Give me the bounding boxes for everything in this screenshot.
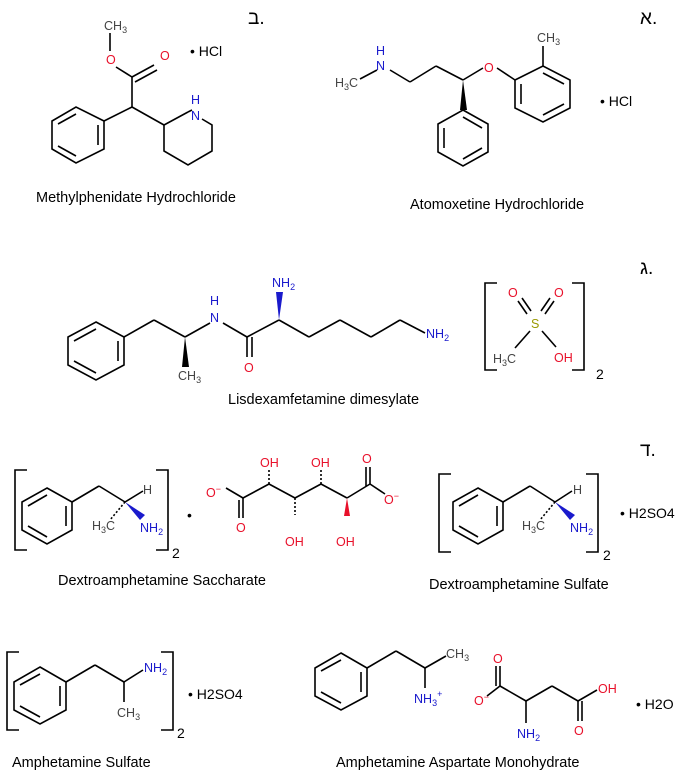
atom-oxygen: O xyxy=(554,286,564,300)
atom-carbon: CH3 xyxy=(178,369,201,385)
section-label-bet: ב. xyxy=(248,8,265,29)
atom-nitrogen: N xyxy=(210,311,219,325)
atom-oxygen: O xyxy=(484,61,494,75)
atom-oxygen: O xyxy=(244,361,254,375)
atom-carbon: CH3 xyxy=(117,706,140,722)
mesylate-structure: O O S H3C OH 2 xyxy=(484,282,604,382)
atom-oxygen: O xyxy=(106,53,116,67)
atom-hydrogen: H xyxy=(143,483,152,497)
section-label-alef: א. xyxy=(640,8,657,29)
atomoxetine-structure: N H H3C O CH3 xyxy=(335,31,571,167)
atom-amine: NH2 xyxy=(517,727,540,743)
section-label-dalet: ד. xyxy=(640,440,656,461)
amphetamine-sulfate-structure: 2 NH2 CH3 xyxy=(6,651,185,741)
dextro-sulfate-multiplier: 2 xyxy=(603,547,611,563)
atom-oxygen: O xyxy=(160,49,170,63)
section-label-gimel: ג. xyxy=(640,258,653,279)
atom-hydrogen: H xyxy=(376,44,385,58)
saccharate-dot: • xyxy=(187,507,192,523)
atom-oxygen: O− xyxy=(474,692,489,708)
amphetamine-sulfate-name: Amphetamine Sulfate xyxy=(12,755,151,771)
lisdexamfetamine-structure: CH3 H N O NH2 NH2 xyxy=(67,276,449,385)
atomoxetine-salt: • HCl xyxy=(600,93,632,109)
atom-carbon: CH3 xyxy=(446,647,469,663)
atom-hydrogen: H xyxy=(573,483,582,497)
dextro-sulfate-salt: • H2SO4 xyxy=(620,505,675,521)
atom-carbon: H3C xyxy=(92,519,115,535)
amphetamine-aspartate-structure: CH3 NH3+ O O− NH2 OH O xyxy=(314,647,617,743)
atom-oxygen: O− xyxy=(384,491,399,507)
atom-amine: NH2 xyxy=(140,521,163,537)
atom-hydroxyl: OH xyxy=(311,456,330,470)
atom-oxygen: O xyxy=(574,724,584,738)
atom-hydrogen: H xyxy=(191,93,200,107)
mesylate-multiplier: 2 xyxy=(596,366,604,382)
atom-hydroxyl: OH xyxy=(336,535,355,549)
methylphenidate-structure: O O CH3 H N xyxy=(51,19,213,166)
amphetamine-aspartate-name: Amphetamine Aspartate Monohydrate xyxy=(336,755,579,771)
atom-carbon: CH3 xyxy=(104,19,127,35)
amph-sulfate-salt: • H2SO4 xyxy=(188,686,243,702)
atom-oxygen: O xyxy=(493,652,503,666)
lisdexamfetamine-name: Lisdexamfetamine dimesylate xyxy=(228,392,419,408)
atom-nitrogen: N xyxy=(376,59,385,73)
atom-nitrogen: N xyxy=(191,109,200,123)
methylphenidate-name: Methylphenidate Hydrochloride xyxy=(36,190,236,206)
atom-amine: NH2 xyxy=(144,661,167,677)
amph-aspartate-salt: • H2O xyxy=(636,696,674,712)
atom-hydroxyl: OH xyxy=(260,456,279,470)
saccharate-multiplier: 2 xyxy=(172,545,180,561)
atom-hydroxyl: OH xyxy=(554,351,573,365)
atom-carbon: H3C xyxy=(522,519,545,535)
atom-amine: NH3+ xyxy=(414,689,442,708)
atom-hydroxyl: OH xyxy=(598,682,617,696)
atom-oxygen: O− xyxy=(206,484,221,500)
dextroamphetamine-sulfate-name: Dextroamphetamine Sulfate xyxy=(429,577,609,593)
atomoxetine-name: Atomoxetine Hydrochloride xyxy=(410,197,584,213)
atom-carbon: CH3 xyxy=(537,31,560,47)
saccharate-anion-structure: O− O OH OH OH OH O O− xyxy=(206,452,399,549)
atom-hydroxyl: OH xyxy=(285,535,304,549)
atom-sulfur: S xyxy=(531,317,539,331)
atom-carbon: H3C xyxy=(335,76,358,92)
atom-oxygen: O xyxy=(362,452,372,466)
atom-carbon: H3C xyxy=(493,352,516,368)
atom-amine: NH2 xyxy=(570,521,593,537)
dextroamphetamine-saccharate-name: Dextroamphetamine Saccharate xyxy=(58,573,266,589)
atom-amine: NH2 xyxy=(426,327,449,343)
methylphenidate-salt: • HCl xyxy=(190,43,222,59)
atom-oxygen: O xyxy=(508,286,518,300)
atom-hydrogen: H xyxy=(210,294,219,308)
dextroamphetamine-saccharate-structure: 2 H NH2 H3C xyxy=(14,469,180,561)
atom-oxygen: O xyxy=(236,521,246,535)
dextroamphetamine-sulfate-structure: 2 H NH2 H3C xyxy=(438,473,611,563)
amph-sulfate-multiplier: 2 xyxy=(177,725,185,741)
atom-amine: NH2 xyxy=(272,276,295,292)
